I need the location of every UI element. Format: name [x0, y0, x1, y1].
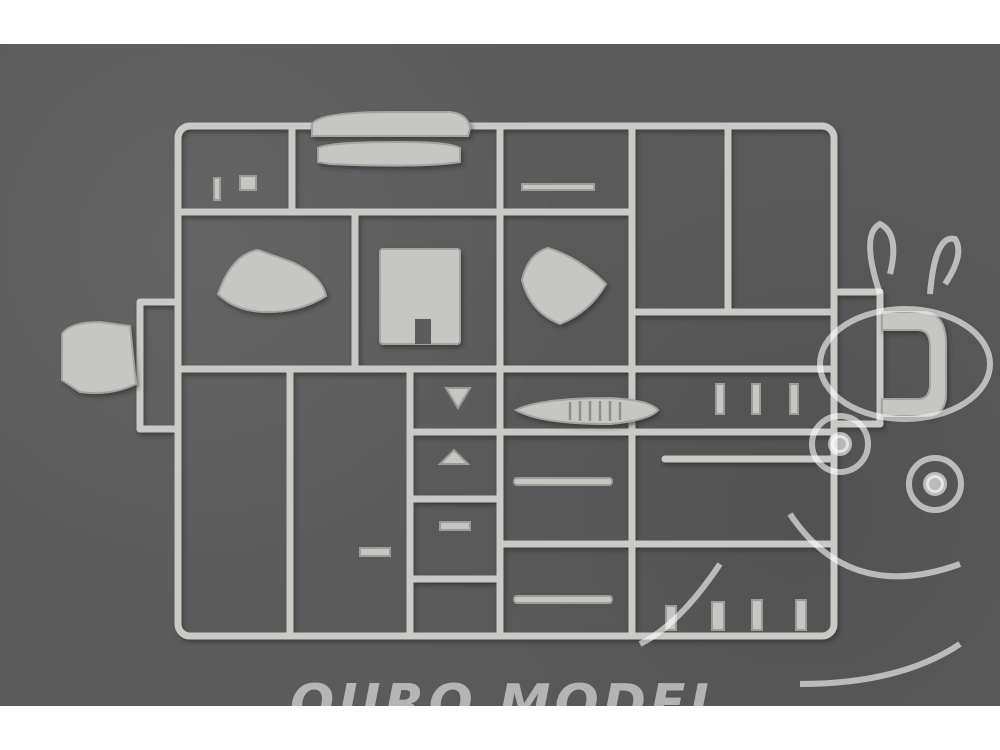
part-right-bracket	[881, 311, 947, 417]
part-davit-3	[789, 383, 799, 415]
part-bollard-3	[751, 599, 763, 631]
part-davit-2	[751, 383, 761, 415]
part-oar-1	[513, 477, 613, 486]
snail-mascot-icon	[638, 220, 993, 687]
part-curved-rail	[317, 140, 461, 167]
sprue-frame	[61, 111, 993, 687]
part-left-cap	[61, 320, 138, 394]
sprue-outer-frame	[174, 122, 838, 640]
model-kit-photo: OURO MODEL	[0, 44, 1000, 706]
part-cross-2	[359, 547, 391, 557]
part-bench-top	[521, 183, 595, 191]
part-oar-2	[513, 595, 613, 604]
part-lifeboat	[513, 396, 660, 426]
part-cross-1	[439, 521, 471, 531]
part-davit-1	[715, 383, 725, 415]
sprue-left-gate	[136, 298, 182, 433]
part-small-post	[213, 177, 221, 201]
part-bollard-4	[795, 599, 807, 631]
part-hull-right	[520, 246, 608, 326]
part-small-block	[239, 175, 257, 191]
watermark-text: OURO MODEL	[290, 674, 727, 706]
part-long-bar	[311, 111, 472, 137]
part-hull-left	[216, 248, 328, 314]
part-bollard-2	[711, 601, 725, 631]
part-stand-1	[444, 387, 472, 410]
part-stand-2	[437, 448, 471, 465]
